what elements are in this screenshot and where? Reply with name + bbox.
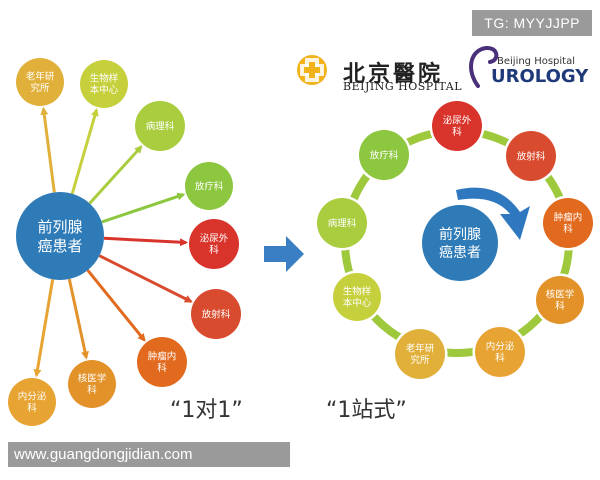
right-node-radiotherapy: [359, 130, 409, 180]
right-arrow-icon: [264, 236, 304, 272]
left-node-label-aging: 老年研: [26, 71, 55, 83]
right-node-aging: [395, 329, 445, 379]
right-node-label-pathology: 病理科: [328, 217, 357, 229]
cycle-arrow-icon: [456, 187, 530, 240]
right-node-label-aging: 究所: [410, 354, 430, 366]
left-arrow-radiotherapy: [101, 192, 186, 224]
left-node-label-aging: 究所: [30, 82, 50, 94]
right-node-label-radiotherapy: 放疗科: [370, 149, 399, 161]
left-node-nuclear: [68, 360, 116, 408]
right-node-nuclear: [536, 276, 584, 324]
left-arrow-nuclear: [67, 278, 89, 360]
urology-logo-title: UROLOGY: [491, 66, 589, 87]
left-node-urology: [189, 219, 239, 269]
logos: [297, 46, 499, 88]
right-node-label-urology: 泌尿外: [443, 115, 472, 127]
site-url-watermark: www.guangdongjidian.com: [8, 442, 290, 467]
right-hub-patient: [422, 205, 498, 281]
left-node-label-oncology: 肿瘤内: [148, 351, 177, 363]
left-node-label-radiology: 放射科: [202, 308, 231, 320]
left-node-radiology: [191, 289, 241, 339]
urology-logo-icon: [469, 46, 499, 88]
right-node-label-radiology: 放射科: [517, 150, 546, 162]
left-node-label-biobank: 本中心: [90, 84, 119, 96]
left-node-label-endocrine: 科: [27, 402, 37, 414]
left-edges: [33, 106, 193, 378]
right-node-label-oncology: 科: [563, 223, 573, 235]
left-node-label-nuclear: 科: [87, 384, 97, 396]
right-node-label-biobank: 生物样: [343, 286, 372, 298]
left-node-label-oncology: 科: [157, 362, 167, 374]
right-node-label-biobank: 本中心: [343, 297, 372, 309]
left-arrow-oncology: [86, 269, 146, 342]
right-hub-label: 癌患者: [439, 245, 481, 261]
left-node-pathology: [135, 101, 185, 151]
right-node-label-urology: 科: [452, 126, 462, 138]
beijing-hospital-logo-icon: [297, 55, 327, 85]
right-node-label-endocrine: 内分泌: [486, 341, 515, 353]
hospital-name-cn: 北京醫院: [343, 61, 444, 87]
left-node-biobank: [80, 60, 128, 108]
left-node-label-pathology: 病理科: [146, 120, 175, 132]
right-node-label-nuclear: 科: [555, 300, 565, 312]
left-node-oncology: [137, 337, 187, 387]
caption-one-to-one: “1对1”: [170, 398, 243, 423]
left-node-radiotherapy: [185, 162, 233, 210]
left-arrow-urology: [103, 236, 189, 247]
right-node-biobank: [333, 273, 381, 321]
left-node-aging: [16, 58, 64, 106]
caption-one-stop: “1站式”: [326, 398, 407, 423]
right-hub-label: 前列腺: [439, 226, 481, 243]
right-node-label-aging: 老年研: [406, 343, 435, 355]
transition-arrow: [264, 236, 304, 272]
right-node-pathology: [317, 198, 367, 248]
right-node-label-endocrine: 科: [495, 352, 505, 364]
right-node-oncology: [543, 198, 593, 248]
left-node-label-urology: 科: [209, 244, 219, 256]
right-node-urology: [432, 101, 482, 151]
left-arrow-endocrine: [33, 279, 55, 378]
hospital-name-en: BEIJING HOSPITAL: [343, 80, 462, 93]
right-nodes: 泌尿外科放射科肿瘤内科核医学科内分泌科老年研究所生物样本中心病理科放疗科前列腺癌…: [314, 98, 596, 382]
left-node-label-endocrine: 内分泌: [18, 391, 47, 403]
tg-watermark: TG: MYYJJPP: [472, 10, 592, 36]
right-node-label-oncology: 肿瘤内: [554, 212, 583, 224]
left-node-label-radiotherapy: 放疗科: [195, 180, 224, 192]
left-node-label-urology: 泌尿外: [200, 233, 229, 245]
left-node-label-nuclear: 核医学: [78, 373, 107, 385]
left-node-label-biobank: 生物样: [90, 73, 119, 85]
left-hub-label: 癌患者: [37, 237, 82, 255]
urology-logo-subtitle: Beijing Hospital: [497, 56, 576, 67]
right-node-radiology: [506, 131, 556, 181]
right-node-label-nuclear: 核医学: [546, 289, 575, 301]
left-nodes: 老年研究所生物样本中心病理科放疗科泌尿外科放射科肿瘤内科核医学科内分泌科前列腺癌…: [8, 58, 241, 426]
left-node-endocrine: [8, 378, 56, 426]
left-arrow-pathology: [88, 145, 143, 205]
left-hub-label: 前列腺: [37, 218, 82, 236]
left-hub-patient: [16, 192, 104, 280]
right-node-endocrine: [475, 327, 525, 377]
left-arrow-aging: [40, 106, 56, 193]
left-arrow-biobank: [70, 108, 99, 195]
left-arrow-radiology: [98, 254, 193, 303]
